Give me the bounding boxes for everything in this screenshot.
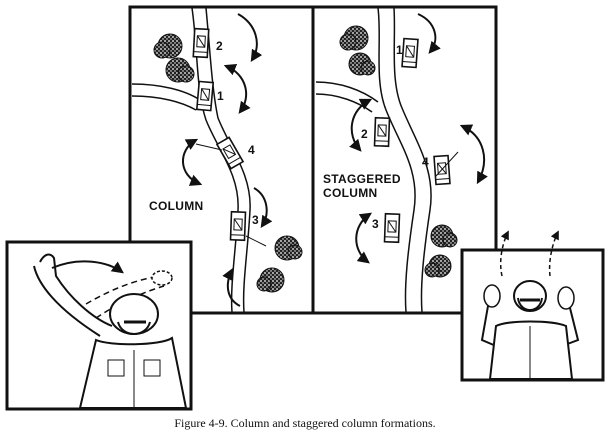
vehicle-icon [401,37,419,69]
vehicle-number: 2 [216,39,223,53]
staggered-signal-inset [460,230,605,382]
bush [430,224,458,248]
vehicle-number: 1 [217,89,224,103]
vehicle-icon [192,27,210,59]
motion-arrow [548,230,559,277]
staggered-title: STAGGERED COLUMN [323,172,401,200]
sector-arrow [182,138,203,186]
vehicle-icon [383,212,401,244]
raised-arm [480,305,497,347]
arm-signal-inset [5,240,193,411]
torso [488,320,574,380]
vehicle-number: 4 [422,155,429,169]
pocket [107,359,125,377]
bush [153,33,183,59]
sector-arrow [253,187,273,228]
sector-arrow [223,64,251,114]
face [117,321,151,335]
bush [339,25,369,51]
staggered-panel [315,7,488,313]
column-title: COLUMN [149,199,204,213]
torso [78,336,188,409]
raised-hand [557,286,575,310]
vehicle-icon [195,80,215,112]
vehicle-icon [229,210,247,242]
motion-arrow [51,260,124,274]
raised-arm [39,253,113,327]
sector-arrow [237,13,263,63]
bush [348,52,376,76]
sector-arrow [459,124,488,185]
figure-caption: Figure 4-9. Column and staggered column … [174,416,436,430]
road-edge-right [393,7,432,313]
staggered-title-line: COLUMN [323,186,378,200]
bush [256,267,285,293]
side-road-edge [131,83,201,101]
vehicle-number: 1 [396,43,403,57]
side-road-edge [131,95,197,111]
side-road-edge [315,81,379,103]
sector-arrow [417,13,441,54]
gun-line [245,235,267,247]
vehicle-number: 4 [248,143,255,157]
vehicle-number: 3 [372,217,379,231]
column-panel [131,7,303,313]
gun-line [435,151,459,177]
staggered-title-line: STAGGERED [323,172,401,186]
vehicle-icon [215,136,245,170]
vehicle-number: 3 [252,213,259,227]
bush [165,57,195,83]
bush [274,235,303,261]
vehicle-icon [373,116,391,148]
raised-hand [483,284,501,308]
sector-arrow [222,267,241,307]
pocket [143,359,161,377]
bush [424,254,452,278]
vehicle-number: 2 [361,127,368,141]
sector-arrow [355,212,372,264]
motion-arrow [499,230,509,277]
hand-outline [151,270,173,286]
gun-line [195,143,223,151]
sector-arrow [349,98,373,152]
raised-arm [33,265,101,337]
road-edge-left [377,7,416,313]
